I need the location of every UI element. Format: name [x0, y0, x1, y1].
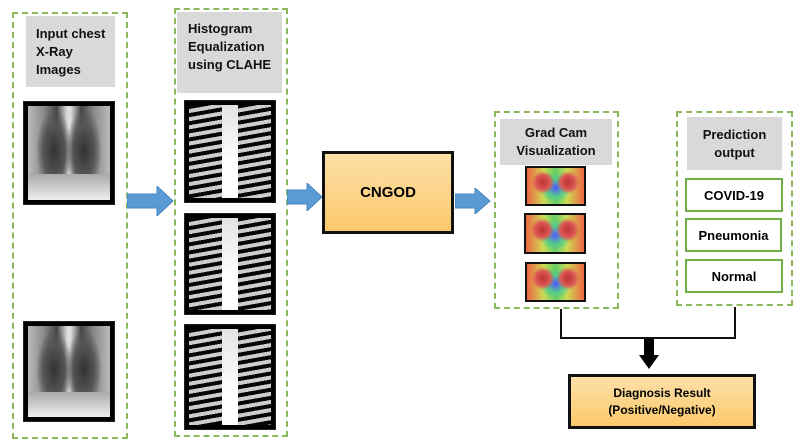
connector-line	[560, 309, 562, 339]
connector-line	[560, 337, 736, 339]
xray-image	[23, 321, 115, 422]
title-line: X-Ray	[36, 43, 73, 59]
arrow-right-icon	[455, 188, 491, 214]
result-line: (Positive/Negative)	[608, 402, 716, 417]
title-line: Images	[36, 61, 81, 77]
arrow-down-icon	[639, 339, 659, 369]
diagnosis-result-box: Diagnosis Result (Positive/Negative)	[568, 374, 756, 429]
model-label: CNGOD	[360, 184, 416, 201]
prediction-panel-title: Prediction output	[687, 117, 782, 170]
clahe-panel-title: Histogram Equalization using CLAHE	[177, 12, 282, 93]
clahe-panel	[174, 8, 288, 437]
class-label: Pneumonia	[698, 227, 769, 243]
class-label: Normal	[711, 268, 757, 284]
title-line: Visualization	[516, 143, 596, 158]
gradcam-heatmap	[525, 262, 586, 302]
arrow-right-icon	[127, 186, 174, 216]
prediction-panel	[676, 111, 793, 306]
input-panel	[12, 12, 128, 439]
gradcam-panel-title: Grad Cam Visualization	[500, 119, 612, 165]
class-pneumonia: Pneumonia	[685, 218, 782, 252]
title-line: Input chest	[36, 25, 106, 41]
class-covid19: COVID-19	[685, 178, 783, 212]
title-line: using CLAHE	[188, 57, 272, 72]
arrow-right-icon	[287, 183, 323, 211]
title-line: Equalization	[188, 39, 265, 54]
title-line: Grad Cam	[524, 125, 588, 140]
title-line: Prediction	[702, 126, 767, 142]
input-panel-title: Input chest X-Ray Images	[26, 16, 115, 87]
xray-image	[23, 101, 115, 205]
class-label: COVID-19	[704, 187, 764, 203]
title-line: output	[714, 144, 755, 160]
gradcam-heatmap	[525, 166, 586, 206]
gradcam-heatmap	[524, 213, 586, 254]
clahe-image	[184, 213, 276, 315]
title-line: Histogram	[188, 21, 253, 36]
result-line: Diagnosis Result	[613, 385, 711, 400]
class-normal: Normal	[685, 259, 783, 293]
clahe-image	[184, 324, 276, 430]
cngod-model-box: CNGOD	[322, 151, 454, 234]
connector-line	[734, 307, 736, 339]
clahe-image	[184, 100, 276, 203]
gradcam-panel	[494, 111, 619, 309]
